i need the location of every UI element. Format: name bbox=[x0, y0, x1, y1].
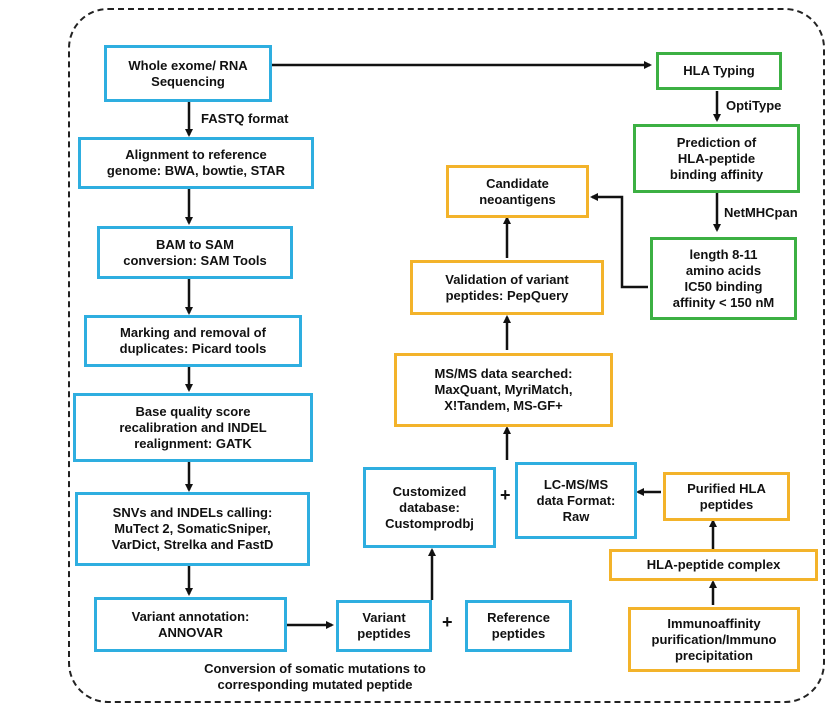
node-immunoaffinity-purification: Immunoaffinity purification/Immuno preci… bbox=[628, 607, 800, 672]
node-bam-to-sam: BAM to SAM conversion: SAM Tools bbox=[97, 226, 293, 279]
node-reference-peptides: Reference peptides bbox=[465, 600, 572, 652]
node-hla-peptide-complex: HLA-peptide complex bbox=[609, 549, 818, 581]
plus-peptides: + bbox=[442, 612, 453, 632]
node-marking-duplicates: Marking and removal of duplicates: Picar… bbox=[84, 315, 302, 367]
node-lc-ms-ms: LC-MS/MS data Format: Raw bbox=[515, 462, 637, 539]
node-purified-hla-peptides: Purified HLA peptides bbox=[663, 472, 790, 521]
label-netmhcpan: NetMHCpan bbox=[724, 205, 798, 220]
arrow-filter-candidate bbox=[590, 193, 648, 289]
node-binding-filter: length 8-11 amino acids IC50 binding aff… bbox=[650, 237, 797, 320]
node-variant-calling: SNVs and INDELs calling: MuTect 2, Somat… bbox=[75, 492, 310, 566]
dashed-border bbox=[68, 8, 825, 703]
node-whole-exome-sequencing: Whole exome/ RNA Sequencing bbox=[104, 45, 272, 102]
node-base-quality-recalibration: Base quality score recalibration and IND… bbox=[73, 393, 313, 462]
node-alignment: Alignment to reference genome: BWA, bowt… bbox=[78, 137, 314, 189]
node-customized-database: Customized database: Customprodbj bbox=[363, 467, 496, 548]
label-optitype: OptiType bbox=[726, 98, 782, 113]
label-fastq-format: FASTQ format bbox=[201, 111, 289, 126]
node-variant-peptides: Variant peptides bbox=[336, 600, 432, 652]
node-binding-prediction: Prediction of HLA-peptide binding affini… bbox=[633, 124, 800, 193]
node-hla-typing: HLA Typing bbox=[656, 52, 782, 90]
node-msms-search: MS/MS data searched: MaxQuant, MyriMatch… bbox=[394, 353, 613, 427]
node-candidate-neoantigens: Candidate neoantigens bbox=[446, 165, 589, 218]
plus-database: + bbox=[500, 485, 511, 505]
label-conversion: Conversion of somatic mutations to corre… bbox=[204, 661, 426, 692]
node-validation-pepquery: Validation of variant peptides: PepQuery bbox=[410, 260, 604, 315]
node-variant-annotation: Variant annotation: ANNOVAR bbox=[94, 597, 287, 652]
